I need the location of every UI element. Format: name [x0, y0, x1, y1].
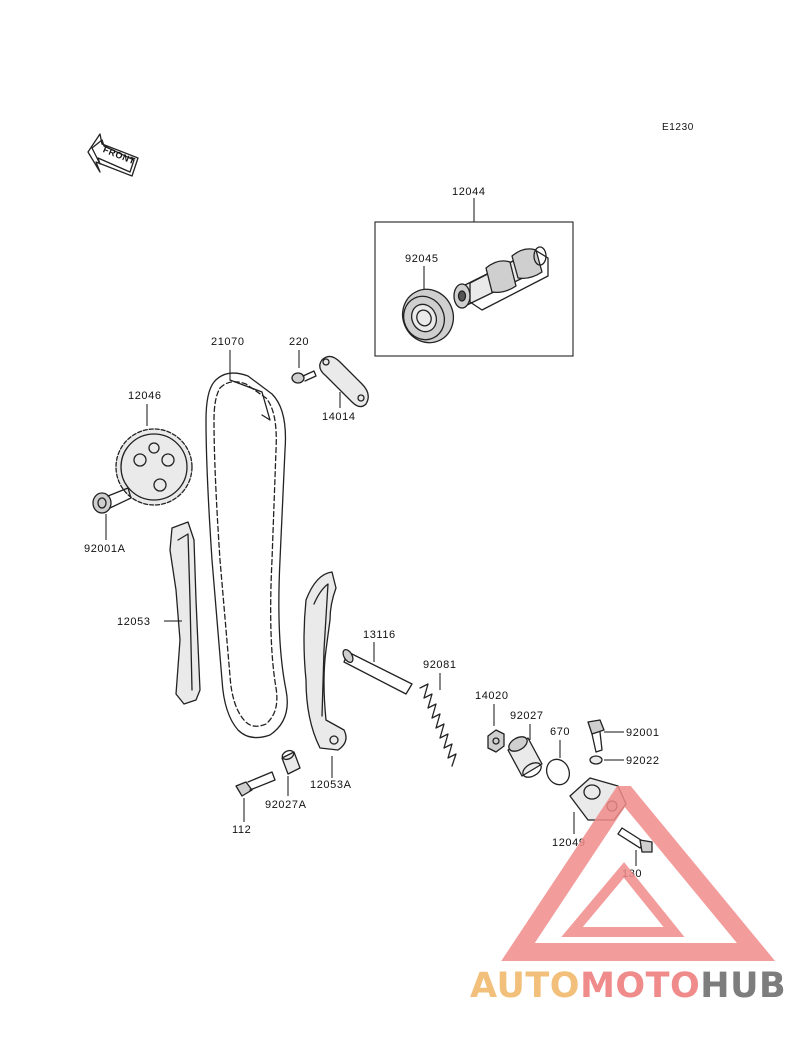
figure-code: E1230 [662, 122, 694, 133]
watermark-text: AUTOMOTOHUB [470, 966, 800, 1006]
cam-chain [205, 372, 288, 739]
label-92001: 92001 [626, 727, 660, 739]
tensioner-nut [487, 729, 505, 753]
label-13116: 13116 [363, 629, 396, 641]
bolt-130 [617, 827, 653, 853]
bolt-220 [291, 370, 317, 384]
watermark-part-auto: AUTO [470, 966, 581, 1006]
label-220: 220 [289, 336, 309, 348]
bolt-92001 [587, 719, 605, 753]
label-12049: 12049 [552, 837, 586, 849]
label-12044: 12044 [452, 186, 486, 198]
label-112: 112 [232, 824, 251, 836]
guide-bracket [319, 355, 369, 408]
chain-guide-rear [169, 521, 201, 705]
label-670: 670 [550, 726, 570, 738]
label-92022: 92022 [626, 755, 660, 767]
chain-guide-tensioner [303, 571, 347, 751]
triangle-logo-icon [501, 786, 776, 961]
tensioner-spring [419, 683, 457, 767]
tensioner-rod [342, 648, 413, 695]
label-92081: 92081 [423, 659, 457, 671]
front-label: FRONT [102, 144, 137, 166]
label-14014: 14014 [322, 411, 356, 423]
watermark-part-moto: MOTO [580, 966, 701, 1006]
bolt-112 [235, 771, 276, 797]
camshaft [453, 246, 549, 311]
bolt-92001a [92, 487, 132, 514]
camshaft-assembly-box [374, 198, 574, 357]
watermark-part-hub: HUB [700, 966, 787, 1006]
label-92027: 92027 [510, 710, 544, 722]
label-92045: 92045 [405, 253, 439, 265]
cam-sprocket [115, 428, 193, 506]
bearing [401, 288, 455, 344]
label-21070: 21070 [211, 336, 245, 348]
label-12053a: 12053A [310, 779, 352, 791]
label-12046: 12046 [128, 390, 162, 402]
label-92001a: 92001A [84, 543, 126, 555]
label-14020: 14020 [475, 690, 509, 702]
o-ring [545, 758, 571, 786]
label-92027a: 92027A [265, 799, 307, 811]
collar-92027 [507, 736, 543, 778]
washer [589, 755, 603, 765]
watermark-logo: AUTOMOTOHUB [468, 786, 800, 1046]
collar-92027a [281, 749, 301, 775]
label-12053: 12053 [117, 616, 151, 628]
front-arrow-icon: FRONT [87, 133, 139, 177]
